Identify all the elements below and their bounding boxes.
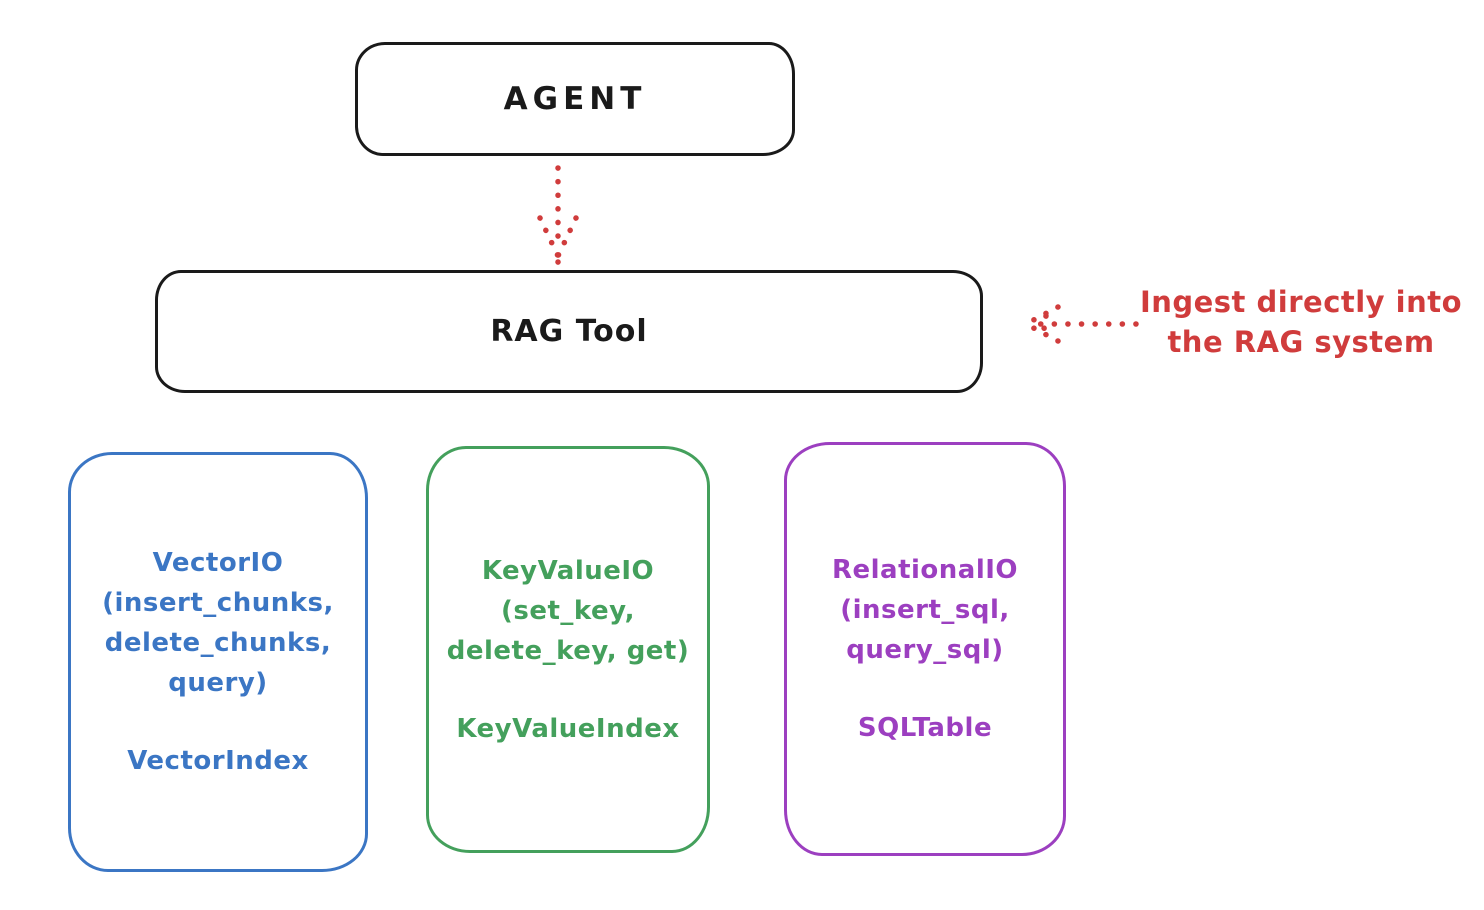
ingest-annotation-line2: the RAG system <box>1167 325 1435 359</box>
agent-label: AGENT <box>503 81 647 117</box>
rag-tool-box: RAG Tool <box>155 270 983 393</box>
vector-io-method-line: delete_chunks, <box>104 628 332 658</box>
vector-io-method-line: query) <box>168 668 268 698</box>
ingest-arrow-icon <box>1023 304 1139 344</box>
relational-io-method-line: (insert_sql, <box>840 595 1010 625</box>
relational-io-method-line: query_sql) <box>846 635 1004 665</box>
rag-tool-label: RAG Tool <box>490 314 648 349</box>
relational-io-title: RelationalIO <box>831 555 1019 585</box>
vector-io-title: VectorIO <box>152 548 284 578</box>
ingest-annotation: Ingest directly into the RAG system <box>1135 282 1467 362</box>
keyvalue-io-box: KeyValueIO (set_key, delete_key, get) Ke… <box>426 446 710 853</box>
vector-io-box: VectorIO (insert_chunks, delete_chunks, … <box>68 452 368 872</box>
sql-table-label: SQLTable <box>857 713 993 743</box>
vector-io-method-line: (insert_chunks, <box>102 588 334 618</box>
keyvalue-io-title: KeyValueIO <box>481 555 655 586</box>
agent-to-ragtool-arrow-icon <box>537 165 579 265</box>
vector-index-label: VectorIndex <box>127 746 309 776</box>
keyvalue-index-label: KeyValueIndex <box>456 713 680 744</box>
keyvalue-io-method-line: (set_key, <box>501 595 635 626</box>
ingest-annotation-line1: Ingest directly into <box>1139 285 1463 319</box>
keyvalue-io-method-line: delete_key, get) <box>446 635 690 666</box>
relational-io-box: RelationalIO (insert_sql, query_sql) SQL… <box>784 442 1066 856</box>
agent-box: AGENT <box>355 42 795 156</box>
